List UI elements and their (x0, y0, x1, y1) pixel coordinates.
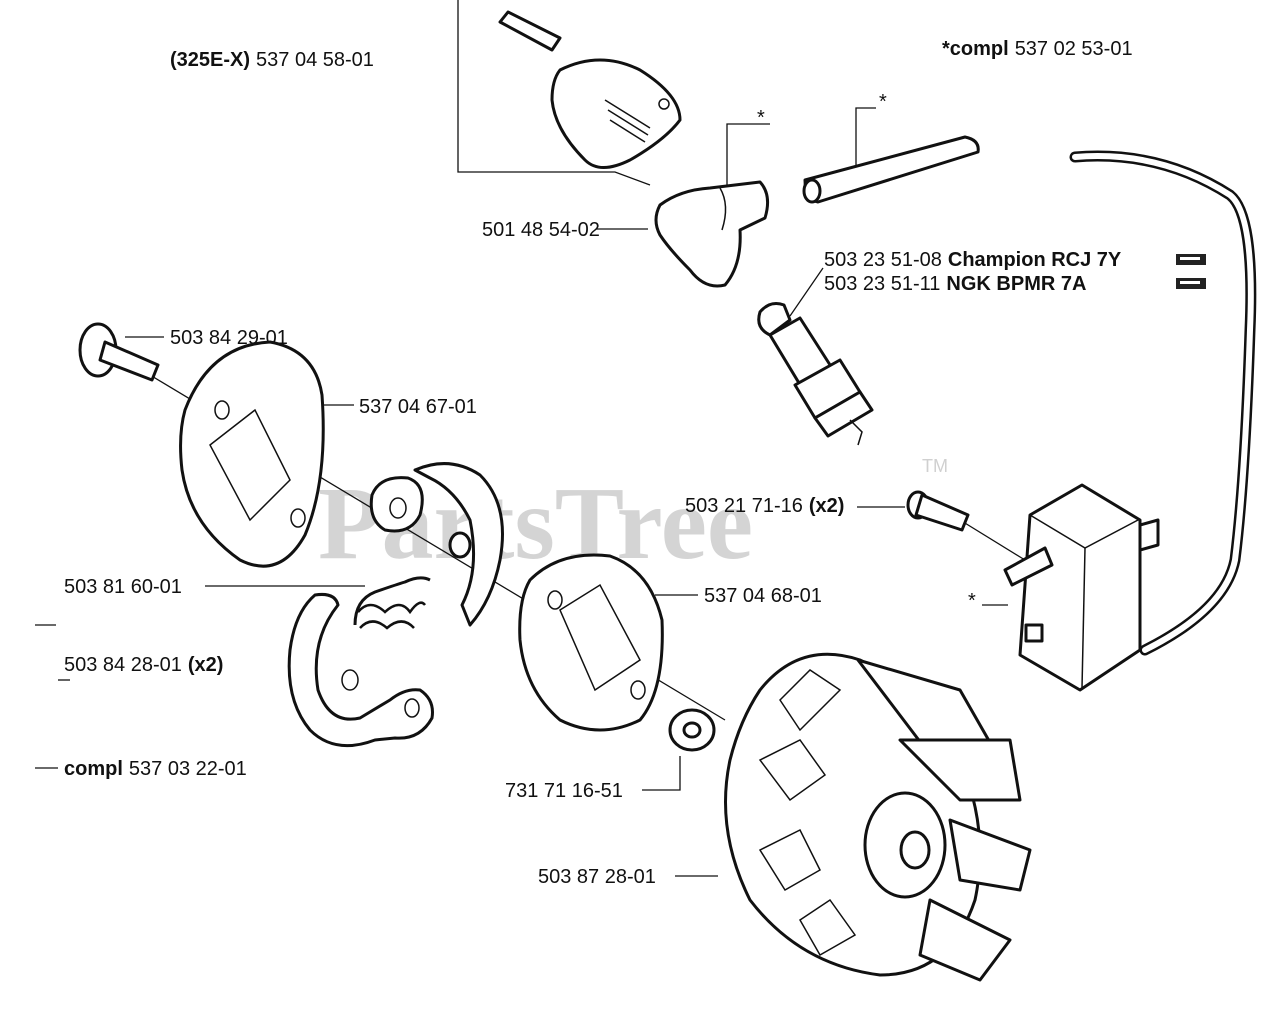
label-coil-screw: 503 21 71-16(x2) (685, 495, 844, 517)
asterisk-lead: * (879, 91, 887, 113)
clutch-shoe-lower-part (287, 593, 434, 748)
flywheel-part (724, 652, 1032, 982)
clutch-plate-top-part (179, 340, 325, 568)
label-coil-cover: (325E-X)537 04 58-01 (170, 49, 374, 71)
clutch-shoe-upper-part (369, 462, 504, 627)
ignition-wire-part (1069, 150, 1257, 656)
spark-plug-cap-part (654, 180, 770, 288)
label-flywheel: 503 87 28-01 (538, 866, 656, 888)
watermark-tm: TM (922, 456, 948, 476)
shoulder-screw-part (78, 322, 160, 382)
spark-plug-part (757, 302, 874, 446)
coil-cover-part (550, 58, 682, 169)
coil-screw-part (906, 490, 970, 532)
coil-screw-axis (959, 519, 1026, 561)
pin-part (498, 10, 562, 52)
spark-plug-tag-icon (1176, 278, 1206, 289)
label-clutch-shoe-screw: 503 84 28-01(x2) (64, 654, 223, 676)
leader-lines (35, 0, 1008, 877)
clutch-spring-part (353, 576, 431, 630)
washer-part (668, 708, 716, 752)
ignition-module-part (1003, 483, 1160, 692)
clutch-plate-bottom-part (518, 553, 664, 732)
ht-lead-tube-part (802, 135, 980, 204)
label-clutch-plate-top: 537 04 67-01 (359, 396, 477, 418)
label-clutch-spring: 503 81 60-01 (64, 576, 182, 598)
label-clutch-plate-bottom: 537 04 68-01 (704, 585, 822, 607)
asterisk-coil: * (968, 590, 976, 612)
spark-plug-tag-icon (1176, 254, 1206, 265)
asterisk-cap: * (757, 107, 765, 129)
label-spark-cap: 501 48 54-02 (482, 219, 600, 241)
label-washer: 731 71 16-51 (505, 780, 623, 802)
